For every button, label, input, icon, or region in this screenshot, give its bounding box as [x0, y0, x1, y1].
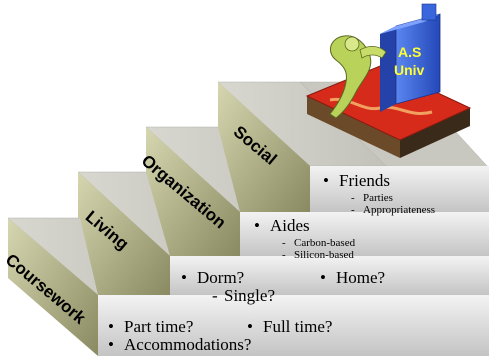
- living-item-home: •Home?: [320, 268, 386, 287]
- coursework-item-part-time: •Part time?: [108, 317, 194, 336]
- side-coursework: [8, 218, 98, 356]
- organization-subitem-carbon: -Carbon-based: [282, 237, 356, 249]
- building-side: [380, 26, 396, 112]
- organization-item-aides: •Aides: [254, 216, 310, 235]
- building-tower: [421, 3, 437, 21]
- riser-coursework: [98, 295, 489, 356]
- building-label-line1: A.S: [398, 44, 422, 60]
- side-social: [218, 82, 310, 212]
- social-item-friends: •Friends: [323, 171, 390, 190]
- figure-head: [344, 36, 360, 52]
- figure-arm: [359, 46, 387, 59]
- riser-social: [310, 166, 489, 212]
- building-label-line2: Univ: [394, 62, 425, 78]
- riser-organization: [240, 212, 489, 256]
- map-base-side: [307, 96, 400, 158]
- social-subitem-parties: -Parties: [351, 192, 393, 204]
- side-living: [78, 172, 170, 295]
- organization-subitem-silicon: -Silicon-based: [282, 249, 354, 261]
- living-subitem-single: -Single?: [212, 286, 275, 305]
- university-illustration: [305, 3, 472, 158]
- living-item-dorm: •Dorm?: [181, 268, 245, 287]
- riser-living: [170, 256, 489, 295]
- coursework-item-full-time: •Full time?: [247, 317, 333, 336]
- side-organization: [146, 127, 240, 256]
- figure-body: [329, 35, 372, 119]
- social-subitem-appropriateness: -Appropriateness: [351, 204, 436, 216]
- map-base-front: [400, 108, 470, 158]
- coursework-item-accommodations: •Accommodations?: [108, 335, 252, 354]
